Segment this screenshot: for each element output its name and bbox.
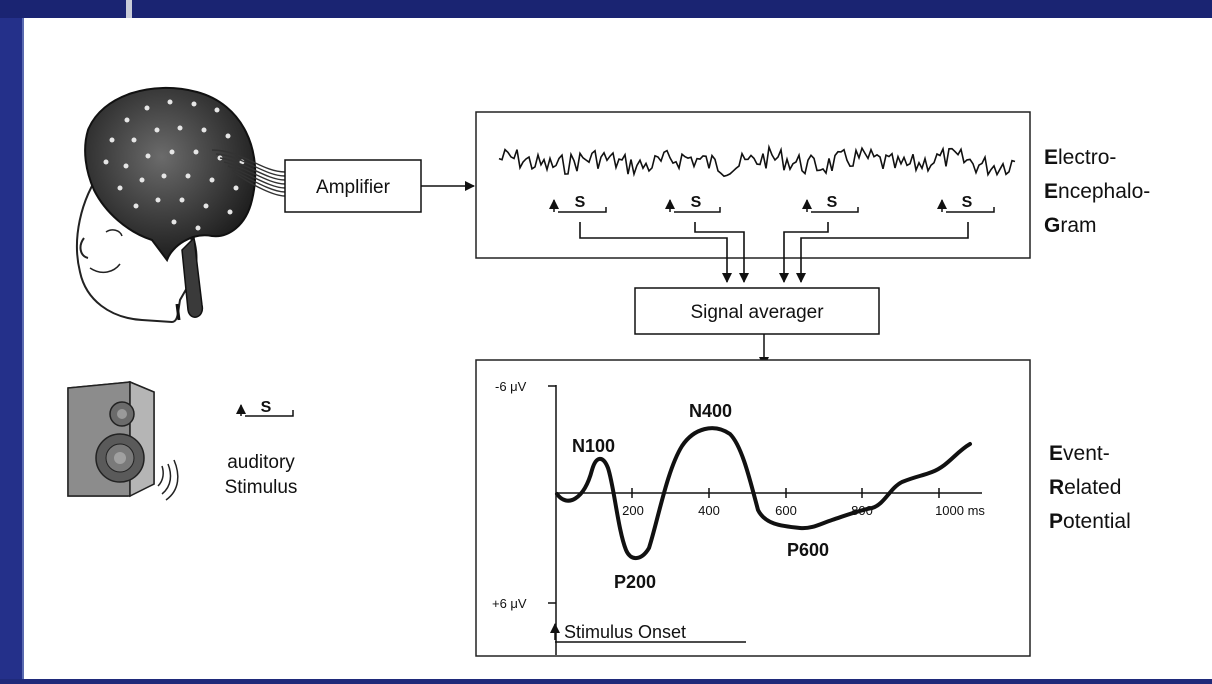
erp-label-line1: Event- bbox=[1049, 442, 1110, 465]
eeg-box bbox=[475, 111, 1031, 259]
erp-label-line3: Potential bbox=[1049, 510, 1131, 533]
x-tick-1000: 1000 ms bbox=[935, 503, 985, 518]
stimulus-marker: S bbox=[665, 194, 721, 213]
averaging-arrows bbox=[579, 222, 969, 283]
head-with-eeg-cap-icon bbox=[75, 86, 286, 324]
x-tick-400: 400 bbox=[698, 503, 720, 518]
stimulus-marker: S bbox=[549, 194, 607, 213]
erp-label-line2: Related bbox=[1049, 476, 1121, 499]
stimulus-marker-label: S bbox=[827, 194, 838, 211]
x-tick-600: 600 bbox=[775, 503, 797, 518]
eeg-trace bbox=[498, 144, 1016, 178]
speaker-icon bbox=[67, 380, 179, 501]
x-tick-200: 200 bbox=[622, 503, 644, 518]
amplifier-label: Amplifier bbox=[316, 177, 391, 198]
top-bar bbox=[0, 0, 1212, 18]
stimulus-label: Stimulus bbox=[225, 477, 298, 498]
signal-averager-box bbox=[634, 287, 880, 335]
y-axis-bottom-label: +6 μV bbox=[492, 596, 527, 611]
diagram-canvas: Amplifier S S S bbox=[22, 18, 1212, 679]
stimulus-marker-label: S bbox=[962, 194, 973, 211]
stimulus-marker: S bbox=[937, 194, 995, 213]
signal-averager-label: Signal averager bbox=[690, 302, 824, 323]
stimulus-onset-label: Stimulus Onset bbox=[564, 622, 686, 642]
peak-label-p600: P600 bbox=[787, 540, 829, 560]
eeg-label-line2: Encephalo- bbox=[1044, 180, 1150, 203]
left-bar bbox=[0, 18, 22, 679]
erp-diagram: Amplifier S S S bbox=[67, 86, 1150, 657]
stimulus-marker-label: S bbox=[575, 194, 586, 211]
peak-label-p200: P200 bbox=[614, 572, 656, 592]
stimulus-marker: S bbox=[802, 194, 859, 213]
top-bar-notch bbox=[126, 0, 132, 18]
y-axis-top-label: -6 μV bbox=[495, 379, 527, 394]
erp-waveform bbox=[555, 426, 972, 560]
stimulus-marker-label: S bbox=[691, 194, 702, 211]
legend-stimulus-marker: S bbox=[236, 399, 294, 417]
amplifier-box bbox=[284, 159, 422, 213]
erp-box bbox=[475, 359, 1031, 657]
eeg-label-line1: Electro- bbox=[1044, 146, 1116, 169]
peak-label-n400: N400 bbox=[689, 401, 732, 421]
legend-stimulus-marker-label: S bbox=[261, 399, 272, 416]
eeg-label-line3: Gram bbox=[1044, 214, 1097, 237]
peak-label-n100: N100 bbox=[572, 436, 615, 456]
auditory-label: auditory bbox=[227, 452, 295, 473]
